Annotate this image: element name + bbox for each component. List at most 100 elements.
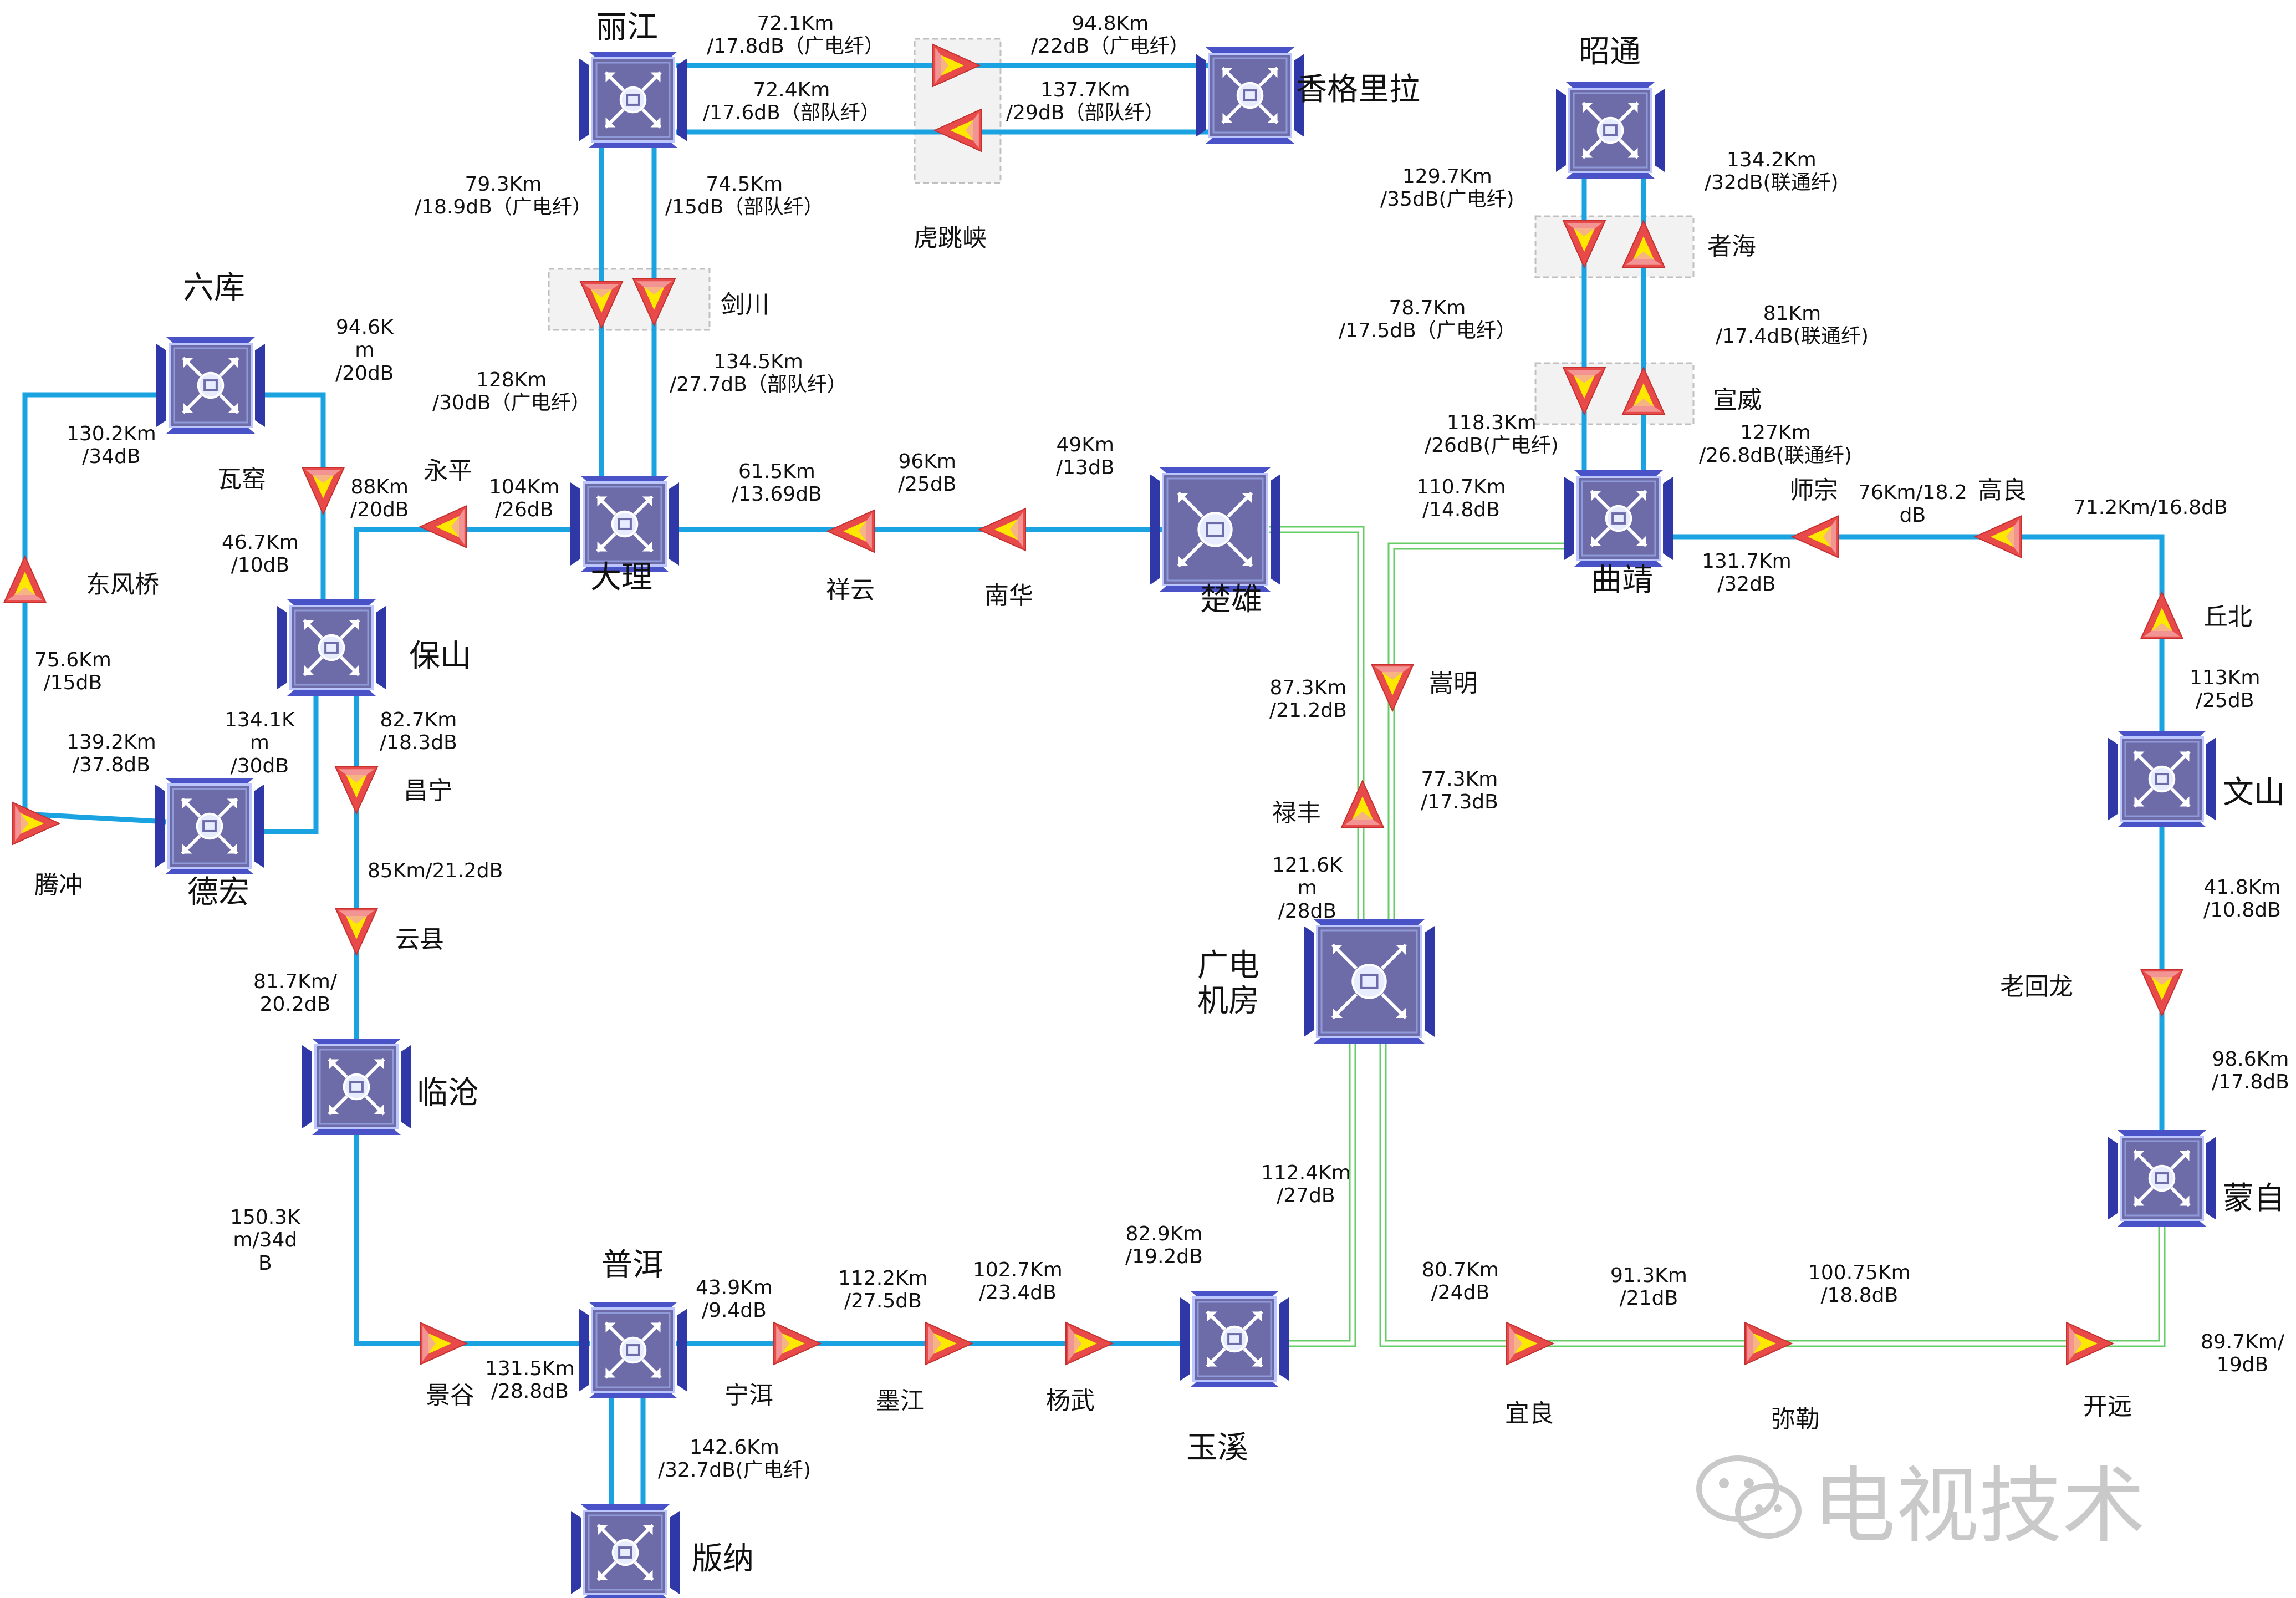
segment-label: 80.7Km /24dB [1422, 1259, 1499, 1305]
segment-label: 91.3Km /21dB [1610, 1264, 1687, 1310]
station-label-zhehai: 者海 [1707, 232, 1756, 261]
segment-label: 137.7Km /29dB（部队纤） [1006, 79, 1165, 125]
segment-label: 79.3Km /18.9dB（广电纤） [415, 173, 592, 219]
segment-label: 150.3K m/34d B [230, 1206, 300, 1275]
amplifier-icon [3, 554, 47, 603]
amplifier-icon [334, 766, 379, 815]
segment-label: 94.6K m /20dB [335, 316, 394, 385]
fiber-link [1381, 1031, 2164, 1346]
segment-label: 89.7Km/ 19dB [2201, 1331, 2284, 1377]
hub-label-puer: 普洱 [601, 1247, 664, 1283]
station-label-kaiyuan: 开远 [2083, 1392, 2132, 1421]
segment-label: 134.5Km /27.7dB（部队纤） [670, 350, 847, 396]
fiber-link [1389, 544, 1569, 937]
hub-nodes [155, 47, 2216, 1598]
segment-label: 131.7Km /32dB [1702, 550, 1792, 596]
amplifier-icon [301, 467, 345, 516]
segment-label: 82.9Km /19.2dB [1125, 1223, 1203, 1269]
watermark-text: 电视技术 [1813, 1458, 2146, 1555]
segment-label: 85Km/21.2dB [368, 859, 503, 882]
router-icon [277, 599, 386, 696]
segment-label: 112.2Km /27.5dB [838, 1267, 928, 1313]
amplifier-icon [1621, 219, 1666, 268]
amplifier-icon [632, 278, 676, 327]
station-label-laohuilong: 老回龙 [2000, 973, 2073, 1001]
segment-label: 131.5Km /28.8dB [485, 1357, 575, 1403]
amplifier-icon [2066, 1321, 2115, 1366]
segment-label: 75.6Km /15dB [34, 649, 111, 695]
segment-label: 118.3Km /26dB(广电纤) [1425, 411, 1559, 457]
segment-label: 113Km /25dB [2190, 666, 2261, 713]
router-icon [1556, 82, 1665, 179]
station-label-yangwu: 杨武 [1046, 1387, 1095, 1415]
amplifier-icon [1973, 515, 2022, 559]
watermark: 电视技术 [1696, 1439, 2146, 1559]
wechat-icon [1696, 1455, 1802, 1539]
amplifier-icon [977, 507, 1026, 552]
fiber-links [22, 63, 2166, 1508]
station-label-nanhua: 南华 [984, 582, 1033, 610]
segment-label: 46.7Km /10dB [222, 531, 299, 577]
segment-label: 41.8Km /10.8dB [2203, 876, 2281, 922]
router-icon [579, 1302, 687, 1398]
router-icon [302, 1039, 411, 1135]
amplifier-icon [1370, 664, 1415, 713]
station-label-wayao: 瓦窑 [217, 465, 266, 493]
amplifier-icon [12, 801, 61, 846]
station-label-jianchuan: 剑川 [721, 291, 769, 319]
station-label-yiliang: 宜良 [1505, 1399, 1554, 1428]
segment-label: 74.5Km /15dB（部队纤） [665, 173, 824, 219]
amplifier-icon [1562, 220, 1606, 269]
segment-label: 49Km /13dB [1056, 434, 1115, 480]
hub-label-chuxiong: 楚雄 [1200, 582, 1262, 618]
segment-label: 129.7Km /35dB(广电纤) [1380, 165, 1514, 211]
station-label-jinggu: 景谷 [426, 1381, 474, 1409]
station-label-yunxian: 云县 [395, 925, 444, 954]
hub-label-lijiang: 丽江 [596, 9, 658, 45]
station-label-shizong: 师宗 [1789, 476, 1838, 505]
router-icon [1564, 470, 1673, 567]
segment-label: 87.3Km /21.2dB [1269, 676, 1347, 722]
hub-label-shangri: 香格里拉 [1296, 72, 1420, 108]
fiber-link [255, 392, 326, 610]
amplifiers [3, 43, 2184, 1366]
station-label-ninger: 宁洱 [724, 1381, 773, 1409]
station-label-dongfengqiao: 东风桥 [86, 571, 159, 599]
amplifier-icon [1065, 1321, 1114, 1366]
station-label-hutiaoxia: 虎跳峡 [914, 224, 987, 252]
amplifier-icon [1621, 366, 1666, 415]
segment-label: 81.7Km/ 20.2dB [253, 970, 337, 1016]
router-icon [1196, 47, 1304, 144]
amplifier-icon [1562, 367, 1606, 416]
amplifier-icon [773, 1321, 822, 1366]
station-label-lufeng: 禄丰 [1272, 799, 1321, 827]
segment-label: 96Km /25dB [898, 450, 957, 496]
fiber-link [1280, 1031, 1355, 1346]
station-label-tengchong: 腾冲 [34, 871, 83, 899]
station-boxes [548, 38, 1695, 425]
hub-label-baoshan: 保山 [409, 638, 471, 674]
amplifier-icon [2140, 591, 2184, 639]
fiber-link [1387, 542, 1569, 937]
segment-label: 112.4Km /27dB [1261, 1162, 1351, 1208]
segment-label: 134.1K m /30dB [225, 709, 295, 777]
fiber-link [354, 1126, 590, 1346]
segment-label: 104Km /26dB [489, 476, 560, 522]
station-label-qiubei: 丘北 [2203, 603, 2252, 631]
segment-label: 139.2Km /37.8dB [67, 731, 156, 777]
segment-label: 94.8Km /22dB（广电纤） [1031, 12, 1190, 58]
router-icon [1180, 1291, 1289, 1387]
segment-label: 72.4Km /17.6dB（部队纤） [703, 79, 880, 125]
router-icon [2108, 731, 2216, 827]
segment-label: 78.7Km /17.5dB（广电纤） [1339, 297, 1516, 343]
segment-label: 82.7Km /18.3dB [380, 709, 457, 755]
segment-label: 127Km /26.8dB(联通纤) [1699, 421, 1852, 467]
segment-label: 71.2Km/16.8dB [2073, 496, 2228, 519]
station-label-xiangyun: 祥云 [826, 576, 875, 604]
segment-label: 134.2Km /32dB(联通纤) [1705, 149, 1839, 195]
amplifier-icon [2140, 969, 2184, 1017]
hub-label-dehong: 德宏 [187, 874, 249, 910]
amplifier-icon [933, 108, 982, 152]
